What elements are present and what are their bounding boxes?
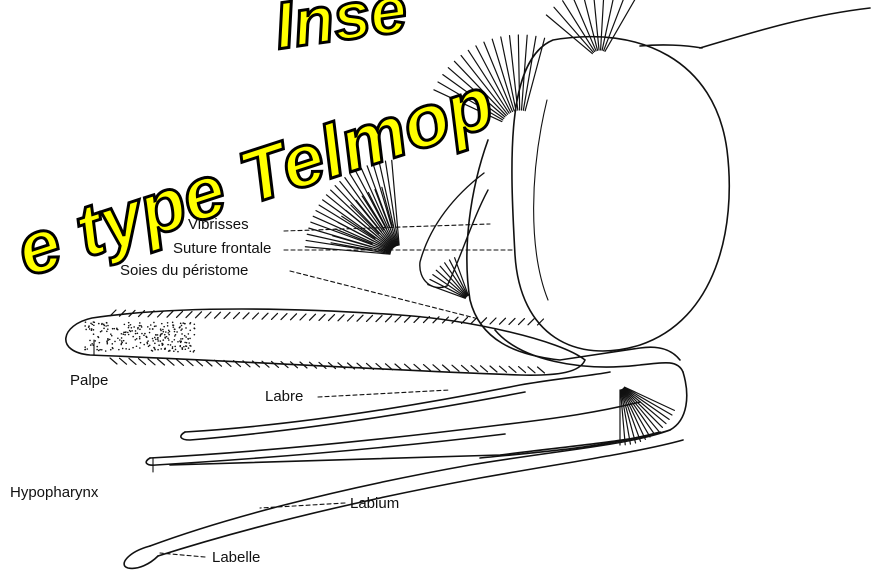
label-labium: Labium [350, 495, 399, 513]
label-labre: Labre [265, 388, 303, 406]
label-palpe: Palpe [70, 372, 108, 390]
label-soies-peristome: Soies du péristome [120, 262, 248, 280]
title-line-1: Inse [270, 0, 411, 63]
label-hypopharynx: Hypopharynx [10, 484, 98, 502]
label-vibrisses: Vibrisses [188, 216, 249, 234]
label-labelle: Labelle [212, 549, 260, 567]
label-suture-frontale: Suture frontale [173, 240, 271, 258]
